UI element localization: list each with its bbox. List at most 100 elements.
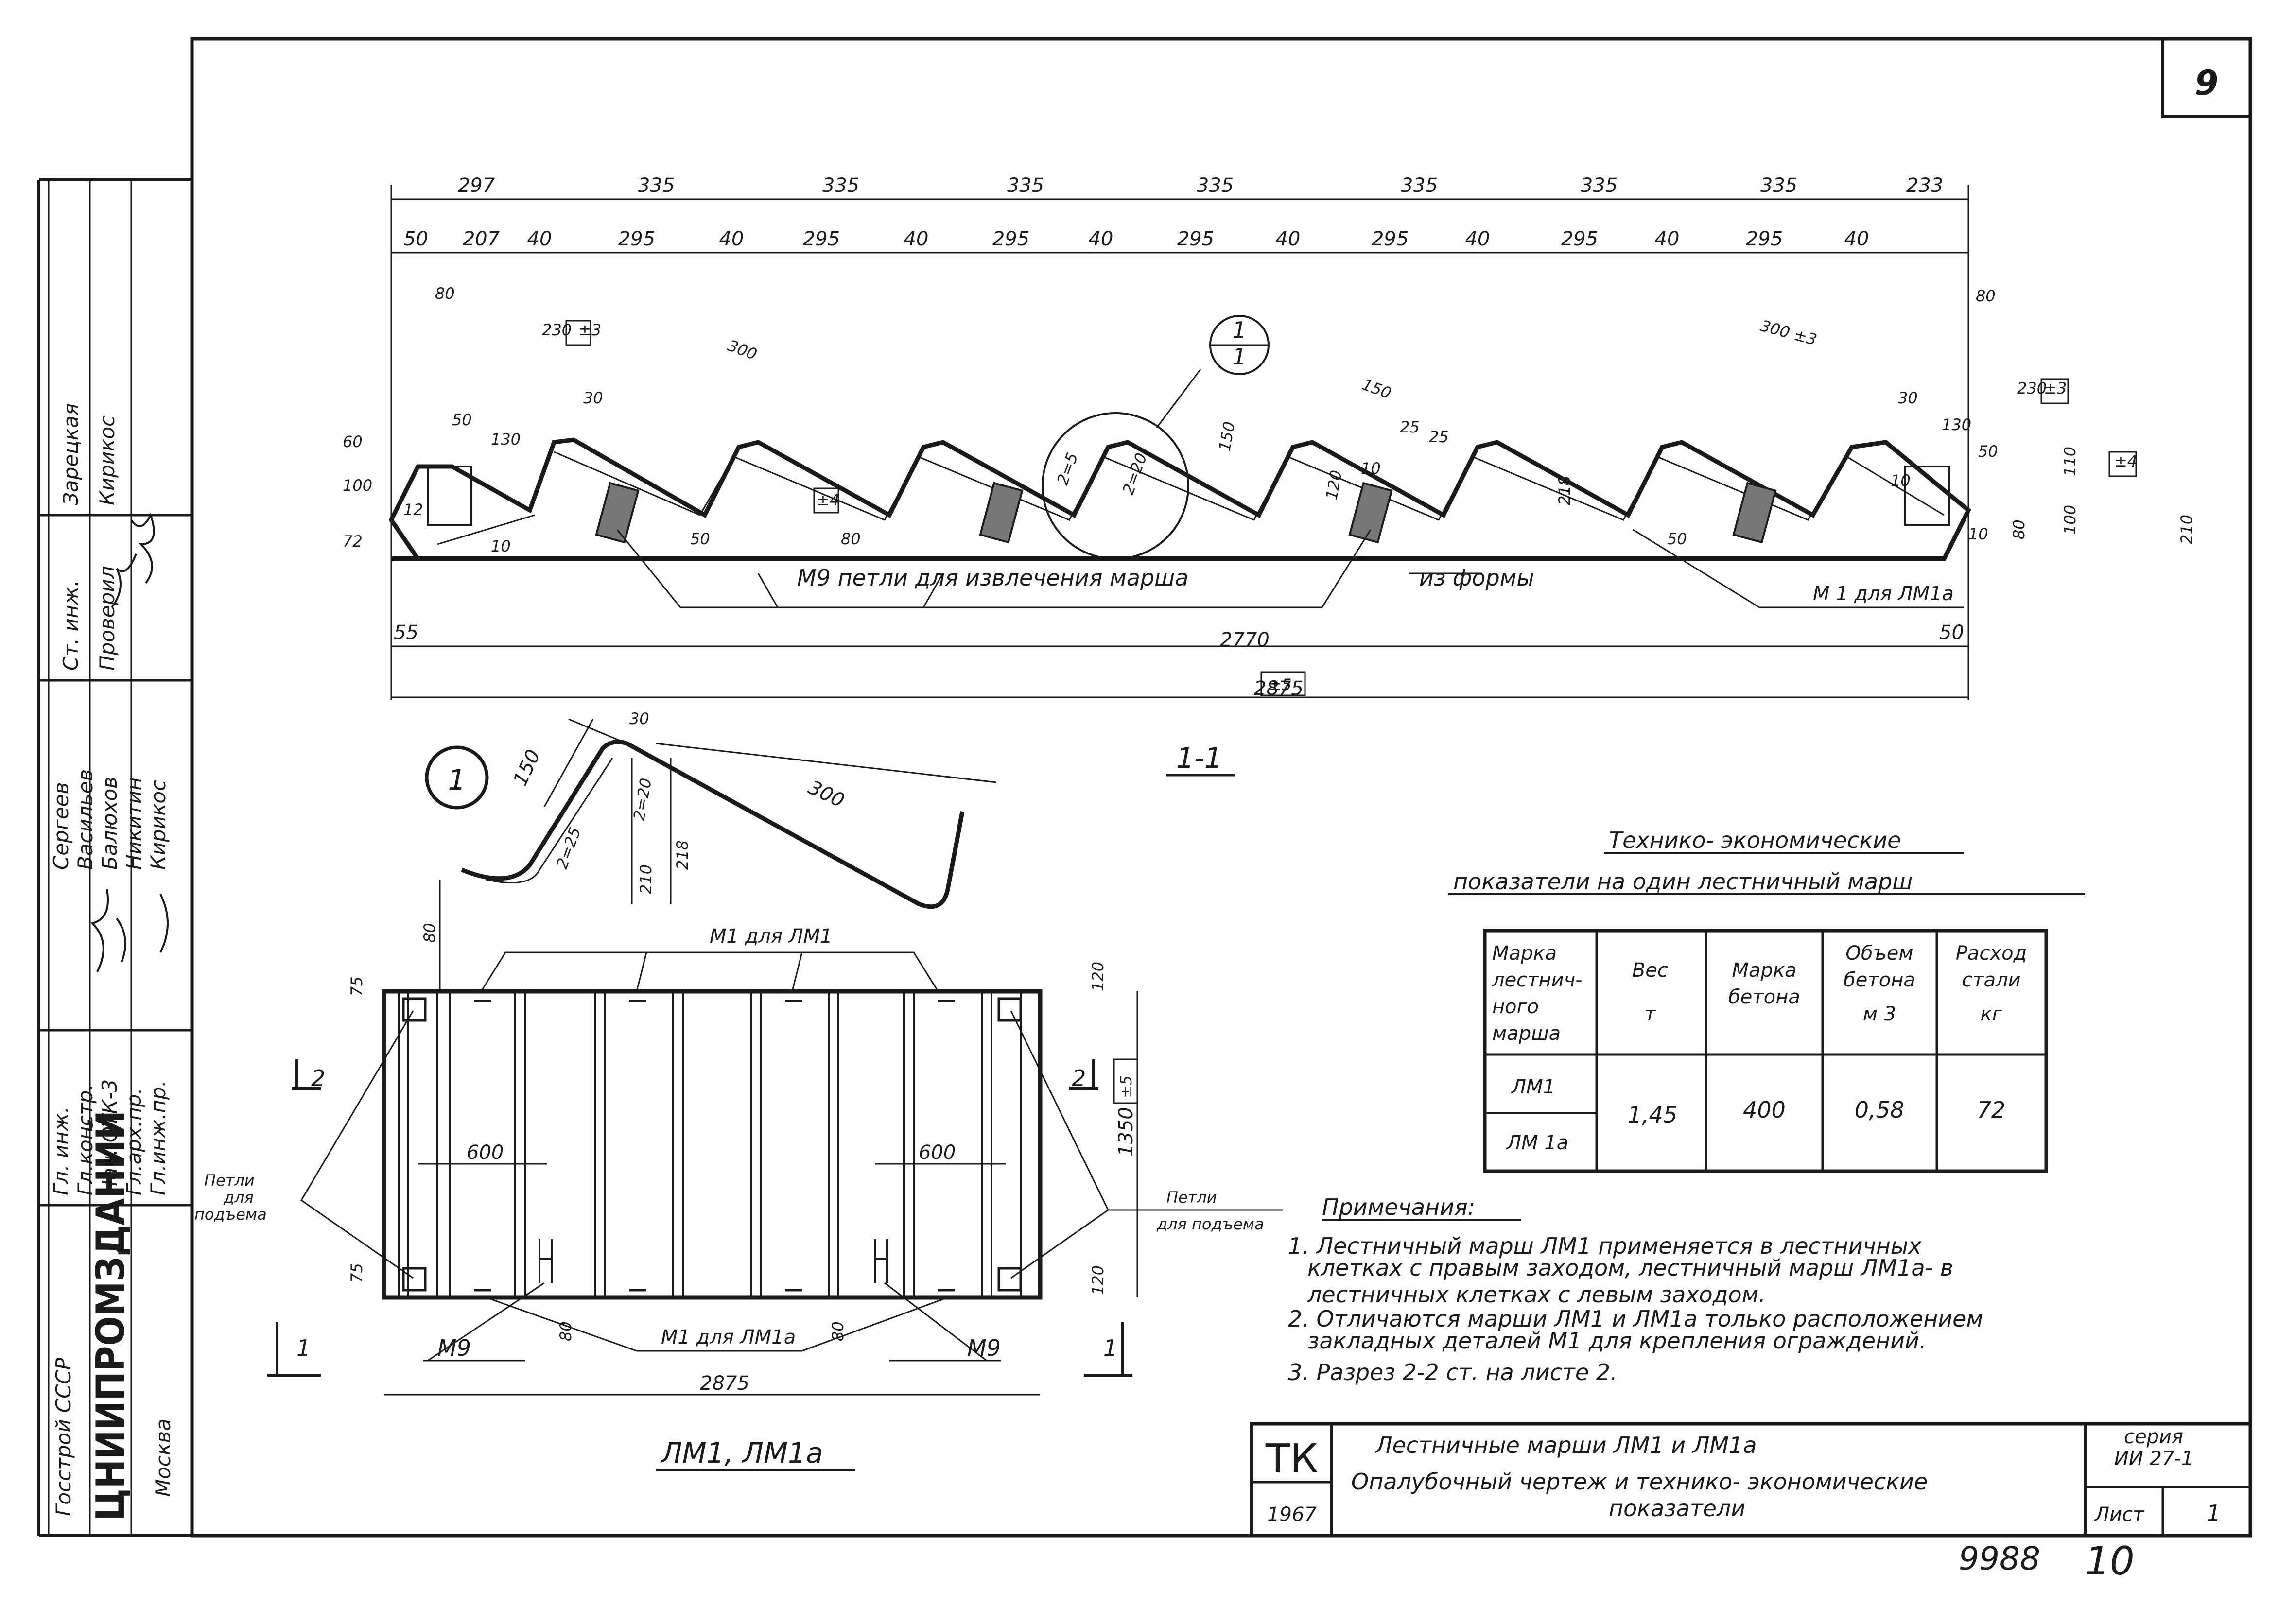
svg-text:М1 для ЛМ1а: М1 для ЛМ1а bbox=[661, 1326, 796, 1348]
svg-text:10: 10 bbox=[1361, 459, 1381, 478]
svg-text:120: 120 bbox=[1089, 962, 1107, 991]
svg-text:30: 30 bbox=[583, 389, 603, 407]
sub-40-c: 40 bbox=[904, 228, 929, 250]
detail-1-label: 1 bbox=[448, 763, 466, 796]
svg-text:80: 80 bbox=[557, 1321, 575, 1341]
svg-text:300: 300 bbox=[805, 776, 848, 812]
svg-text:25: 25 bbox=[1429, 428, 1449, 446]
svg-text:600: 600 bbox=[919, 1141, 956, 1164]
plan-lm1: М1 для ЛМ1 80 75 75 600 600 120 120 1350… bbox=[194, 880, 1283, 1471]
svg-text:м 3: м 3 bbox=[1863, 1003, 1896, 1025]
signature-a bbox=[130, 512, 155, 584]
dim-50-end: 50 bbox=[1939, 622, 1964, 644]
svg-text:±4: ±4 bbox=[2114, 452, 2137, 470]
svg-text:т: т bbox=[1644, 1003, 1656, 1025]
embedded-part-1 bbox=[595, 482, 640, 544]
svg-text:М9: М9 bbox=[437, 1335, 471, 1361]
title-series: ИИ 27-1 bbox=[2114, 1448, 2193, 1470]
plan-m1-top: М1 для ЛМ1 bbox=[710, 925, 833, 948]
svg-text:50: 50 bbox=[1667, 530, 1687, 548]
title-sheet: 1 bbox=[2207, 1500, 2221, 1526]
detail-1-profile bbox=[461, 740, 965, 909]
svg-text:60: 60 bbox=[343, 432, 363, 451]
outer-frame bbox=[190, 37, 2252, 1538]
stamp-role-gl-arkh: Гл.арх.пр. bbox=[122, 1088, 146, 1195]
svg-text:±3: ±3 bbox=[2044, 379, 2067, 397]
svg-text:300 ±3: 300 ±3 bbox=[1758, 316, 1819, 349]
svg-text:80: 80 bbox=[2010, 519, 2028, 539]
note-line-3: лестничных клетках с левым заходом. bbox=[1307, 1281, 1766, 1308]
svg-text:25: 25 bbox=[1400, 418, 1420, 436]
notes-title: Примечания: bbox=[1322, 1194, 1475, 1220]
svg-text:50: 50 bbox=[1978, 442, 1998, 461]
svg-text:1: 1 bbox=[296, 1335, 311, 1361]
svg-text:120: 120 bbox=[1089, 1265, 1107, 1295]
note-line-4: 2. Отличаются марши ЛМ1 и ЛМ1а только ра… bbox=[1288, 1306, 1983, 1332]
title-sheet-label: Лист bbox=[2094, 1503, 2145, 1526]
sub-40-f: 40 bbox=[1465, 228, 1490, 250]
section-sub-dims: 50 207 40 295 40 295 40 295 40 295 40 29… bbox=[403, 228, 1869, 250]
side-stamp: Зарецкая Кирикос Ст. инж. Проверил Серге… bbox=[39, 180, 192, 1536]
svg-text:подъема: подъема bbox=[194, 1205, 267, 1224]
section-marker-bottom: 1 bbox=[1232, 344, 1246, 370]
svg-text:218: 218 bbox=[673, 840, 692, 870]
archive-number-hand: 10 bbox=[2085, 1538, 2135, 1584]
sub-295-c: 295 bbox=[992, 228, 1029, 250]
svg-text:75: 75 bbox=[348, 1263, 366, 1283]
svg-text:2=25: 2=25 bbox=[553, 825, 585, 871]
stamp-name-zaretskaya: Зарецкая bbox=[59, 403, 83, 505]
dim-335-c: 335 bbox=[1007, 174, 1044, 197]
svg-text:100: 100 bbox=[343, 476, 372, 495]
dim-2770: 2770 bbox=[1220, 629, 1270, 651]
svg-text:130: 130 bbox=[491, 430, 521, 449]
svg-text:бетона: бетона bbox=[1844, 969, 1915, 991]
end-pocket-left bbox=[427, 466, 472, 526]
sub-40-e: 40 bbox=[1276, 228, 1301, 250]
svg-text:210: 210 bbox=[637, 864, 655, 894]
svg-text:±4: ±4 bbox=[817, 491, 839, 509]
svg-text:50: 50 bbox=[690, 530, 710, 548]
stair-profile bbox=[388, 437, 1971, 561]
table-steel: 72 bbox=[1977, 1097, 2006, 1123]
stamp-org-logo: ЦНИИПРОМЗДАНИЙ bbox=[87, 1110, 133, 1521]
svg-text:120: 120 bbox=[1322, 469, 1345, 501]
stamp-role-gl-inzh-pr: Гл.инж.пр. bbox=[146, 1080, 170, 1195]
svg-text:218: 218 bbox=[1555, 476, 1574, 505]
svg-text:10: 10 bbox=[491, 537, 511, 555]
dim-55: 55 bbox=[394, 622, 418, 644]
notes: Примечания: 1. Лестничный марш ЛМ1 приме… bbox=[1288, 1194, 1983, 1385]
svg-text:12: 12 bbox=[403, 501, 423, 519]
dim-335-d: 335 bbox=[1197, 174, 1234, 197]
dim-335-b: 335 bbox=[822, 174, 859, 197]
svg-text:±5: ±5 bbox=[1117, 1075, 1135, 1098]
note-from-form: из формы bbox=[1419, 565, 1534, 591]
dim-335-f: 335 bbox=[1581, 174, 1618, 197]
sub-40-g: 40 bbox=[1655, 228, 1680, 250]
svg-text:лестнич-: лестнич- bbox=[1492, 969, 1583, 991]
table-concrete: 400 bbox=[1743, 1097, 1786, 1123]
svg-text:50: 50 bbox=[452, 411, 472, 429]
svg-text:210: 210 bbox=[2177, 515, 2196, 544]
title-line-3: показатели bbox=[1609, 1495, 1745, 1521]
svg-text:2: 2 bbox=[1072, 1065, 1086, 1091]
plan-label: ЛМ1, ЛМ1а bbox=[660, 1436, 823, 1469]
svg-text:для: для bbox=[223, 1188, 254, 1207]
table-title-2: показатели на один лестничный марш bbox=[1453, 868, 1913, 895]
sheet-number: 9 bbox=[2195, 63, 2219, 103]
section-top-dims: 297 335 335 335 335 335 335 335 233 bbox=[458, 174, 1943, 197]
section-misc-dims: 80 230 ±3 300 30 50 130 60 100 72 10 12 … bbox=[343, 284, 2196, 555]
title-line-2: Опалубочный чертеж и технико- экономичес… bbox=[1351, 1469, 1928, 1495]
sub-295-d: 295 bbox=[1177, 228, 1214, 250]
stamp-name-nikitin: Никитин bbox=[122, 777, 146, 870]
stamp-role-gl-inzh: Гл. инж. bbox=[49, 1106, 73, 1195]
stamp-org-gosstroy: Госстрой СССР bbox=[52, 1357, 75, 1516]
svg-text:М9: М9 bbox=[967, 1335, 1001, 1361]
table-weight: 1,45 bbox=[1628, 1102, 1677, 1128]
section-label: 1-1 bbox=[1176, 742, 1222, 775]
svg-text:10: 10 bbox=[1891, 471, 1911, 490]
svg-text:80: 80 bbox=[1976, 287, 1996, 305]
svg-text:150: 150 bbox=[1215, 420, 1238, 453]
sub-40-d: 40 bbox=[1089, 228, 1113, 250]
note-loops: М9 петли для извлечения марша bbox=[797, 565, 1188, 591]
